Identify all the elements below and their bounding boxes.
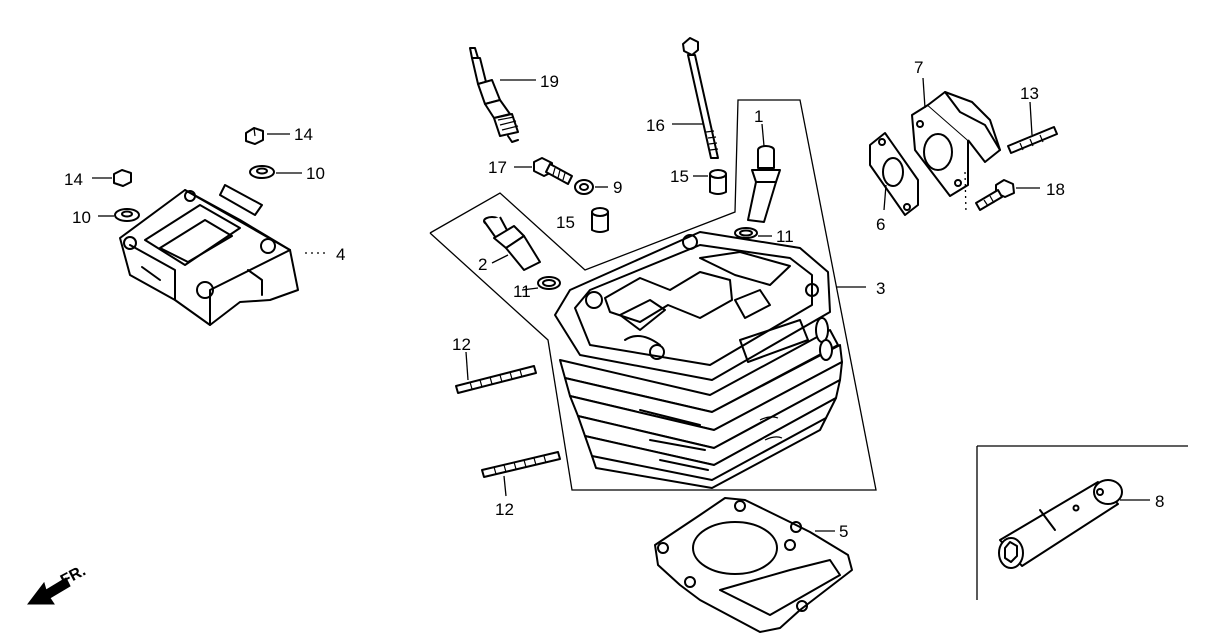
washer-10-left	[114, 208, 140, 222]
head-gasket	[654, 497, 853, 633]
bolt-17	[533, 157, 573, 185]
callout-19: 19	[540, 72, 559, 91]
bolt-18	[975, 179, 1015, 211]
callout-1: 1	[754, 107, 763, 126]
callout-8: 8	[1155, 492, 1164, 511]
long-bolt-16	[682, 37, 719, 159]
washer-9	[574, 179, 594, 195]
callout-6: 6	[876, 215, 885, 234]
callout-12-lower: 12	[495, 500, 514, 519]
nut-14-left	[113, 169, 132, 187]
callout-12-upper: 12	[452, 335, 471, 354]
callout-10-left: 10	[72, 208, 91, 227]
rocker-arm-holder	[119, 184, 299, 326]
callout-2: 2	[478, 255, 487, 274]
callout-3: 3	[876, 279, 885, 298]
spark-plug	[469, 47, 519, 143]
dowel-pin-15-left	[591, 207, 609, 233]
callout-16: 16	[646, 116, 665, 135]
callout-7: 7	[914, 58, 923, 77]
valve-guide-1	[747, 145, 781, 223]
callout-17: 17	[488, 158, 507, 177]
callout-14-left: 14	[64, 170, 83, 189]
stud-bolt-12-upper	[455, 365, 537, 394]
callout-18: 18	[1046, 180, 1065, 199]
callout-15-left: 15	[556, 213, 575, 232]
valve-guide-2	[483, 216, 541, 271]
cylinder-head	[554, 231, 843, 489]
callout-11-right: 11	[776, 227, 794, 246]
box-wrench-tool	[998, 479, 1123, 569]
nut-14-upper	[245, 127, 264, 145]
assembly-frame-lines	[429, 99, 1188, 600]
stud-13	[1007, 126, 1058, 154]
callout-14-upper: 14	[294, 125, 313, 144]
washer-10-upper	[249, 165, 275, 179]
callout-9: 9	[613, 178, 622, 197]
o-ring-11-left	[537, 276, 561, 290]
callout-10-upper: 10	[306, 164, 325, 183]
intake-manifold	[911, 91, 1001, 197]
o-ring-11-right	[734, 227, 758, 239]
callout-13: 13	[1020, 84, 1039, 103]
callout-4: 4	[336, 245, 345, 264]
callout-11-left: 11	[513, 282, 531, 301]
stud-bolt-12-lower	[481, 451, 561, 478]
insulator-gasket	[869, 132, 919, 216]
callout-15-right: 15	[670, 167, 689, 186]
front-direction-arrow: FR.	[26, 562, 89, 605]
dowel-pin-15-right	[709, 169, 727, 195]
callout-5: 5	[839, 522, 848, 541]
